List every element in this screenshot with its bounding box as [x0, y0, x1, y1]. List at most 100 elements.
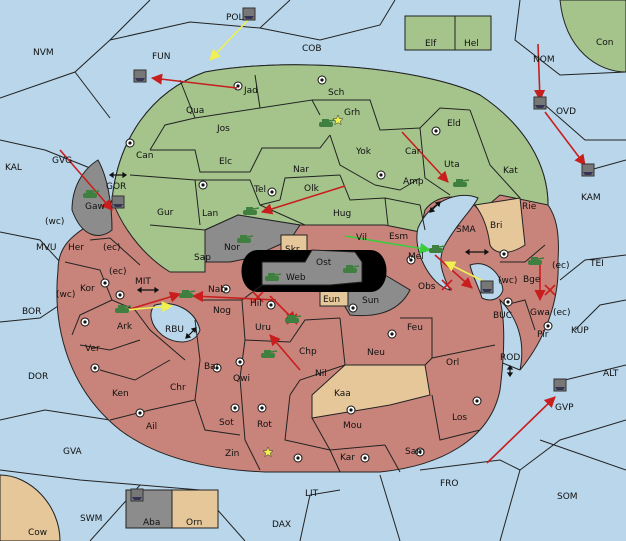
land-label-qwi: Qwi [233, 374, 250, 384]
army-unit[interactable] [179, 290, 196, 298]
supply-center [431, 126, 441, 136]
sea-label-nvm: NVM [33, 48, 54, 58]
land-label-ost: Ost [316, 258, 332, 268]
fleet-unit[interactable] [480, 280, 494, 294]
supply-center [503, 297, 513, 307]
region-elf[interactable] [404, 15, 456, 51]
land-label-ken: Ken [112, 389, 129, 399]
land-label-eld: Eld [447, 119, 461, 129]
land-label-gur: Gur [157, 208, 174, 218]
land-label-sch: Sch [328, 88, 344, 98]
land-borders [64, 74, 546, 473]
coast-label: (wc) [498, 276, 517, 286]
sea-label-con: Con [596, 38, 614, 48]
sea-label-fun: FUN [152, 52, 171, 62]
sea-label-mvu: MVU [36, 243, 57, 253]
supply-center [348, 303, 358, 313]
land-label-uta: Uta [444, 160, 460, 170]
army-unit[interactable] [429, 245, 446, 253]
land-label-her: Her [68, 243, 84, 253]
sea-label-alt: ALT [603, 369, 619, 379]
fleet-unit[interactable] [130, 488, 144, 502]
fleet-unit[interactable] [111, 195, 125, 209]
fleet-unit[interactable] [533, 96, 547, 110]
supply-center [125, 138, 135, 148]
army-unit[interactable] [453, 179, 470, 187]
land-label-hil: Hil [250, 299, 262, 309]
land-label-hug: Hug [333, 209, 351, 219]
coast-label: (wc) [45, 217, 64, 227]
land-label-esm: Esm [389, 232, 408, 242]
fleet-unit[interactable] [553, 378, 567, 392]
land-label-nog: Nog [213, 306, 231, 316]
land-label-rie: Rie [522, 202, 537, 212]
coast-label: (ec) [552, 261, 570, 271]
fleet-unit[interactable] [581, 163, 595, 177]
land-label-bri: Bri [490, 221, 502, 231]
supply-center [346, 405, 356, 415]
capital-stars [262, 114, 344, 458]
region-bri[interactable] [474, 197, 526, 253]
sea-label-kal: KAL [5, 163, 22, 173]
region-orn[interactable] [171, 489, 219, 529]
army-unit[interactable] [83, 190, 100, 198]
sea-labels: POL NVM FUN COB NOM Con OVD KAL GVG GOR … [5, 13, 619, 538]
sea-label-cow: Cow [28, 528, 47, 538]
fleet-unit[interactable] [242, 7, 256, 21]
coast-label: (ec) [553, 308, 571, 318]
army-unit[interactable] [528, 257, 545, 265]
supply-center [543, 321, 553, 331]
region-web[interactable] [261, 249, 363, 286]
army-unit[interactable] [343, 265, 360, 273]
land-label-yok: Yok [355, 147, 372, 157]
land-label-kor: Kor [80, 284, 95, 294]
supply-center [472, 396, 482, 406]
region-hel[interactable] [454, 15, 492, 51]
land-label-pir: Pir [537, 330, 549, 340]
sea-label-rod: ROD [500, 353, 520, 363]
army-unit[interactable] [115, 305, 132, 313]
land-label-mou: Mou [343, 421, 362, 431]
supply-center [293, 453, 303, 463]
army-unit[interactable] [243, 207, 260, 215]
land-label-nab: Nab [208, 285, 226, 295]
land-label-mel: Mel [408, 252, 424, 262]
land-label-jad: Jad [243, 86, 258, 96]
sea-label-dor: DOR [28, 372, 48, 382]
land-label-ark: Ark [117, 322, 133, 332]
land-label-grh: Grh [344, 108, 360, 118]
sea-label-gor: GOR [106, 182, 126, 192]
fleet-unit[interactable] [133, 69, 147, 83]
sea-sma[interactable] [416, 194, 479, 291]
army-unit[interactable] [265, 273, 282, 281]
sea-label-ovd: OVD [556, 107, 576, 117]
land-label-skr: Skr [285, 245, 300, 255]
sea-label-pol: POL [226, 13, 244, 23]
sea-label-nom: NOM [533, 55, 555, 65]
supply-center [80, 317, 90, 327]
land-label-kar: Kar [340, 453, 355, 463]
land-label-car: Car [405, 147, 421, 157]
land-label-uru: Uru [255, 323, 271, 333]
capital-star [262, 446, 274, 458]
supply-center [267, 187, 277, 197]
orders-yellow [124, 19, 486, 313]
land-label-aba: Aba [143, 518, 160, 528]
army-unit[interactable] [237, 235, 254, 243]
land-label-rot: Rot [257, 420, 272, 430]
sea-label-gvg: GVG [52, 156, 72, 166]
land-label-sun: Sun [362, 296, 379, 306]
land-label-bar: Bar [204, 362, 220, 372]
supply-center [387, 329, 397, 339]
army-unit[interactable] [285, 315, 302, 323]
land-label-elf: Elf [425, 39, 437, 49]
land-label-obs: Obs [418, 282, 436, 292]
sea-rbu[interactable] [150, 303, 201, 343]
army-unit[interactable] [261, 350, 278, 358]
coast-label: (ec) [109, 267, 127, 277]
supply-center [266, 300, 276, 310]
army-unit[interactable] [319, 119, 336, 127]
region-nor[interactable] [204, 214, 301, 263]
orders-green [344, 235, 432, 254]
